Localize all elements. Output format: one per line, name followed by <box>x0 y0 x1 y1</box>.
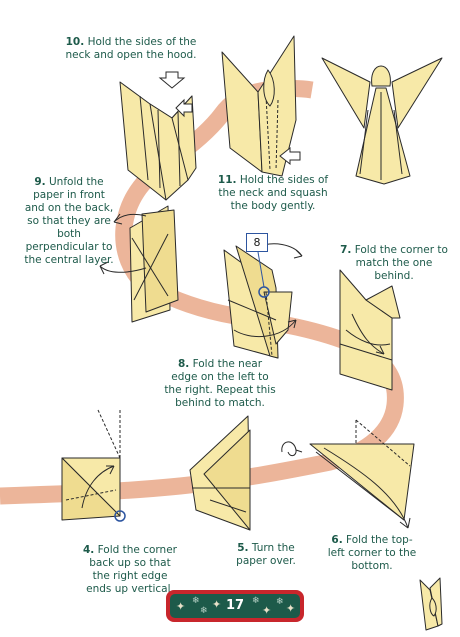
small-angel-icon <box>419 577 443 631</box>
step-9-model <box>129 205 179 323</box>
star-icon: ✦ <box>176 600 186 613</box>
fold-arrow <box>323 447 411 529</box>
step-8-caption: 8. Fold the near edge on the left to the… <box>164 358 276 409</box>
snowflake-icon: ❄ <box>276 597 284 607</box>
reference-leader <box>257 251 265 288</box>
step-5-caption: 5. Turn the paper over. <box>236 542 296 567</box>
page-number-badge-inner: ✦ ❄ ❄ ✦ ❄ ✦ ❄ ✦ 17 <box>170 594 300 618</box>
unfold-arrows <box>99 213 147 275</box>
step-9-caption: 9. Unfold the paper in front and on the … <box>24 176 114 266</box>
step-5-model <box>189 415 251 531</box>
step-7-model <box>339 269 401 391</box>
page-number: 17 <box>225 598 245 613</box>
step-reference-box: 8 <box>246 233 268 252</box>
star-icon: ✦ <box>262 604 272 617</box>
step-11-caption: 11. Hold the sides of the neck and squas… <box>217 174 329 212</box>
fold-arrow <box>351 313 385 355</box>
push-arrow-icon <box>158 71 193 118</box>
step-11-model <box>221 35 297 177</box>
step-6-caption: 6. Fold the top-left corner to the botto… <box>327 534 417 572</box>
snowflake-icon: ❄ <box>200 606 208 616</box>
sequence-path-band <box>0 80 404 505</box>
step-6-model <box>309 419 415 521</box>
star-icon: ✦ <box>212 598 222 611</box>
page-number-badge: ✦ ❄ ❄ ✦ ❄ ✦ ❄ ✦ 17 <box>166 590 304 622</box>
turn-over-icon <box>281 441 303 457</box>
finished-angel-model <box>321 57 443 185</box>
snowflake-icon: ❄ <box>252 596 260 606</box>
step-10-caption: 10. Hold the sides of the neck and open … <box>65 36 197 61</box>
star-icon: ✦ <box>286 602 296 615</box>
snowflake-icon: ❄ <box>192 596 200 606</box>
fold-arrow <box>81 465 115 509</box>
step-4-caption: 4. Fold the corner back up so that the r… <box>83 544 177 595</box>
step-8-model <box>223 245 293 359</box>
reference-circle <box>114 510 126 522</box>
push-arrow-icon <box>279 146 301 166</box>
step-4-model <box>61 409 121 521</box>
step-10-model <box>119 81 197 201</box>
step-7-caption: 7. Fold the corner to match the one behi… <box>340 244 448 282</box>
